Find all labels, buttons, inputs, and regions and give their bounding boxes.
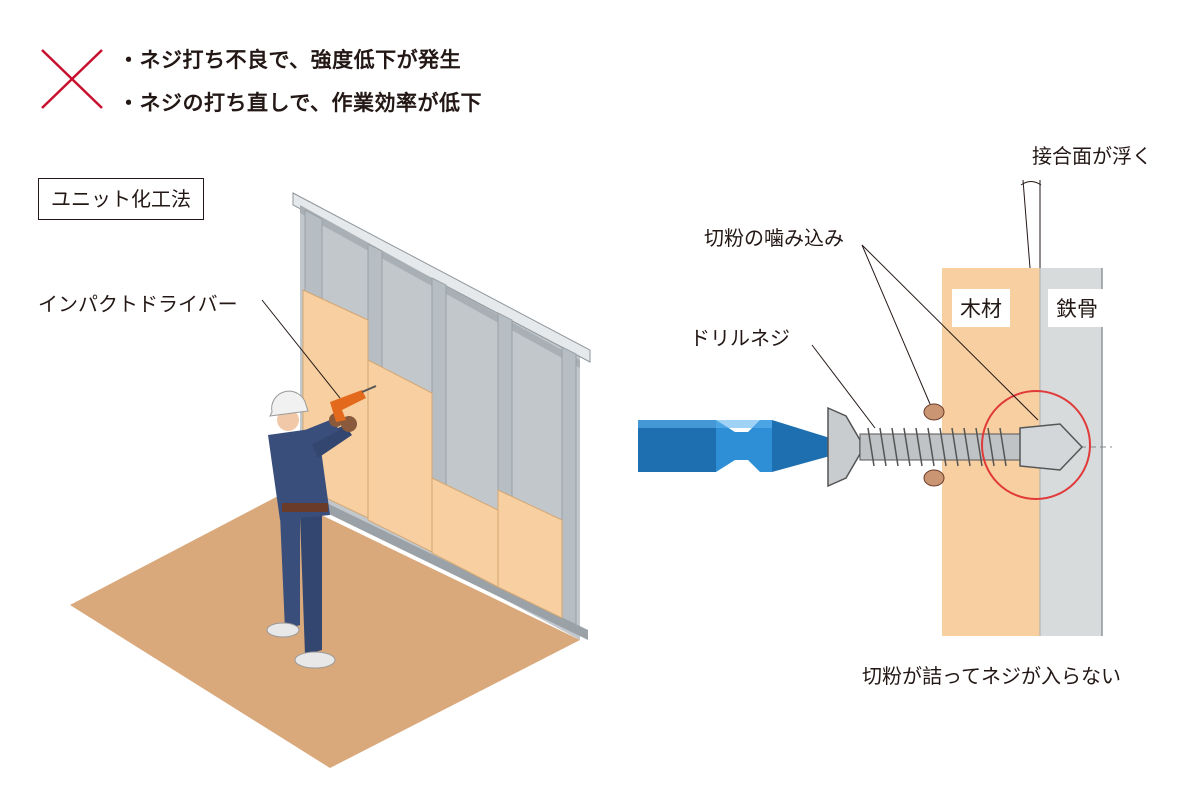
- bullet-efficiency: ・ネジの打ち直しで、作業効率が低下: [118, 91, 483, 115]
- driver-bit: [638, 420, 716, 472]
- tool-label: インパクトドライバー: [38, 292, 238, 316]
- bullet-strength: ・ネジ打ち不良で、強度低下が発生: [118, 48, 462, 72]
- problem-highlight: [981, 390, 1091, 500]
- screw-head: [827, 406, 861, 488]
- chips: [923, 403, 945, 487]
- result-label: 切粉が詰ってネジが入らない: [862, 664, 1121, 688]
- gap-label: 接合面が浮く: [1032, 144, 1152, 168]
- screw-label: ドリルネジ: [690, 326, 790, 350]
- drill-point: [1019, 423, 1084, 471]
- chips-label: 切粉の噛み込み: [704, 226, 844, 250]
- wood-label: 木材: [952, 289, 1010, 327]
- method-label: ユニット化工法: [38, 178, 204, 220]
- floor: [70, 495, 580, 768]
- worker-figure: [266, 385, 377, 669]
- steel-label: 鉄骨: [1048, 289, 1106, 327]
